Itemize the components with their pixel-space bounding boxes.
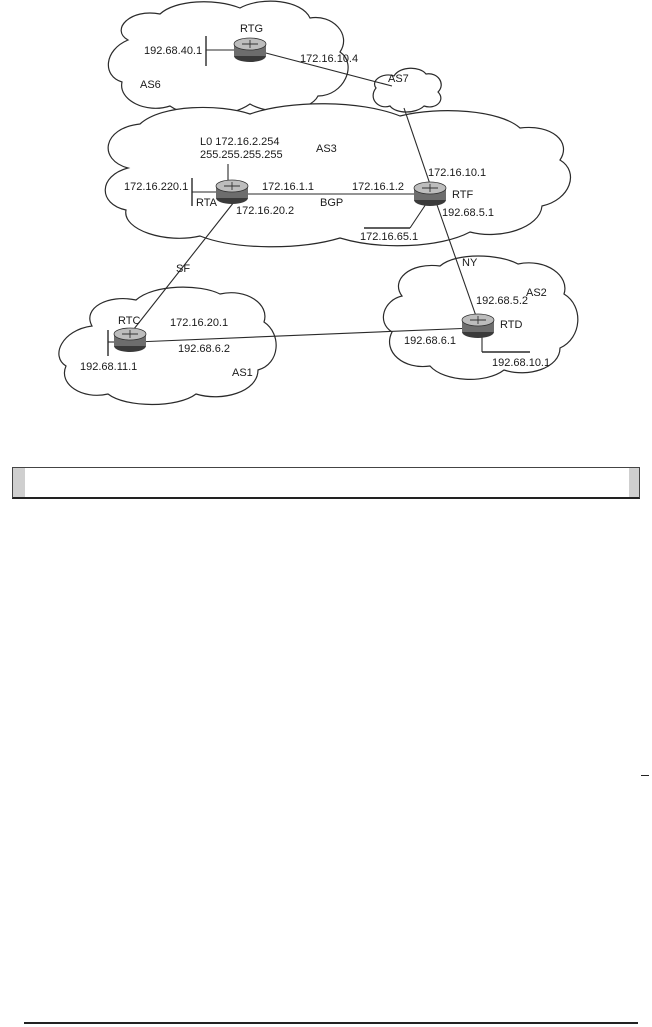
label-rta: RTA (196, 197, 218, 209)
label-ny: NY (462, 257, 478, 269)
label-rtd-lan: 192.68.10.1 (492, 357, 550, 369)
label-rtc-lan: 192.68.11.1 (80, 361, 137, 373)
banner-left-tab (13, 468, 25, 497)
label-as6: AS6 (140, 79, 161, 91)
link-rtg-as7 (261, 51, 393, 87)
router-rtd-icon (461, 313, 495, 338)
cloud-as6 (107, 0, 349, 117)
label-as1: AS1 (232, 367, 253, 379)
label-as3: AS3 (316, 143, 337, 155)
link-rta-rtc-sf (129, 201, 235, 335)
label-rtc: RTC (118, 315, 140, 327)
label-rtf-to-rtd: 192.68.5.1 (442, 207, 494, 219)
link-rtf-rtd-ny (435, 201, 477, 317)
label-as2: AS2 (526, 287, 547, 299)
label-rta-lan: 172.16.220.1 (124, 181, 188, 193)
label-rta-loopback: L0 172.16.2.254 (200, 136, 280, 148)
cloud-as1 (58, 286, 277, 406)
label-rtf-lan: 172.16.65.1 (360, 231, 418, 243)
label-rtf: RTF (452, 189, 473, 201)
label-rtc-to-rtd: 192.68.6.2 (178, 343, 230, 355)
link-as7-rtf (403, 107, 433, 191)
label-rta-loopback-mask: 255.255.255.255 (200, 149, 283, 161)
bgp-network-diagram: RTG 192.68.40.1 172.16.10.4 AS6 AS7 L0 1… (58, 0, 579, 406)
banner-right-tab (629, 468, 639, 497)
caption-banner (12, 467, 640, 499)
label-sf: SF (176, 263, 190, 275)
router-rtf-icon (413, 181, 447, 206)
cloud-as3 (104, 103, 571, 248)
footer-rule (24, 1022, 638, 1024)
label-rtd-to-rtc: 192.68.6.1 (404, 335, 456, 347)
label-rtg-lan: 192.68.40.1 (144, 45, 202, 57)
lan-stub-rtf-v (409, 203, 427, 229)
label-rtg-as7: 172.16.10.4 (300, 53, 358, 65)
margin-dash (641, 775, 649, 776)
label-rtf-to-rta: 172.16.1.2 (352, 181, 404, 193)
label-rtd: RTD (500, 319, 522, 331)
label-rtg: RTG (240, 23, 263, 35)
cloud-as7 (372, 67, 442, 113)
label-rtd-to-rtf: 192.68.5.2 (476, 295, 528, 307)
label-rtc-to-rta: 172.16.20.1 (170, 317, 228, 329)
label-rta-to-rtf: 172.16.1.1 (262, 181, 314, 193)
label-as7: AS7 (388, 73, 409, 85)
label-bgp: BGP (320, 197, 343, 209)
router-rtc-icon (113, 327, 147, 352)
router-rtg-icon (233, 37, 267, 62)
link-rtc-rtd (135, 327, 475, 343)
label-rtf-as7: 172.16.10.1 (428, 167, 486, 179)
label-rta-to-rtc: 172.16.20.2 (236, 205, 294, 217)
router-rta-icon (215, 179, 249, 204)
